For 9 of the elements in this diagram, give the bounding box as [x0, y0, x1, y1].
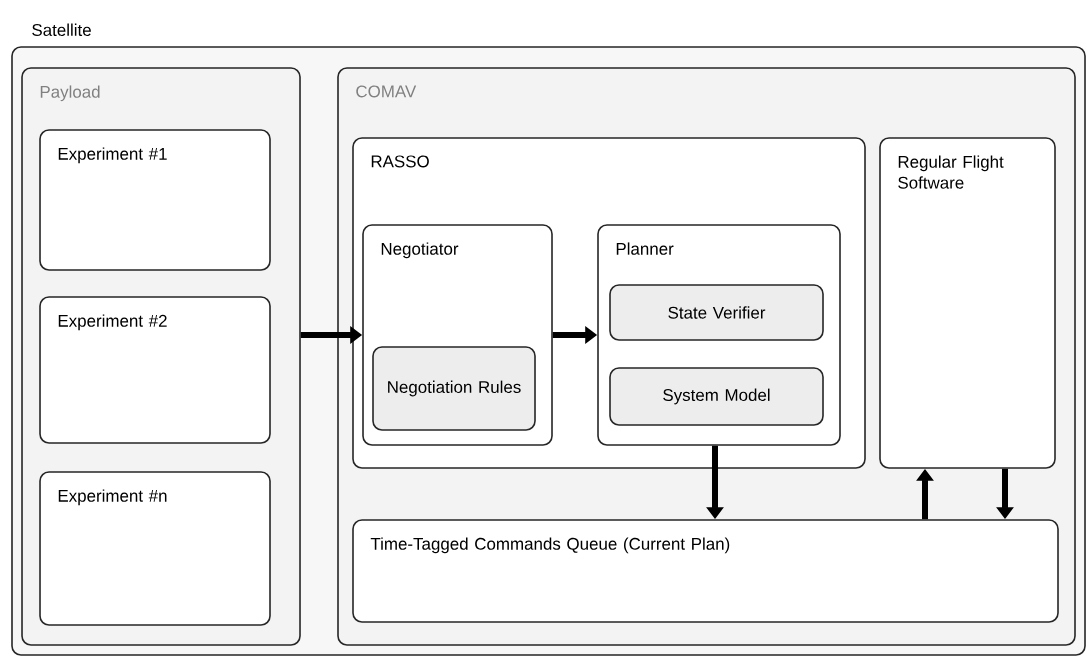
process-box: Negotiation Rules [372, 346, 536, 431]
process-box: Regular Flight Software [879, 137, 1056, 469]
process-box: Experiment #1 [39, 129, 271, 271]
node-label: Satellite [32, 23, 91, 36]
process-box: Time-Tagged Commands Queue (Current Plan) [352, 519, 1059, 623]
process-box: State Verifier [609, 284, 824, 341]
process-box: System Model [609, 367, 824, 426]
process-box: Experiment #n [39, 471, 271, 626]
process-box: Experiment #2 [39, 296, 271, 444]
